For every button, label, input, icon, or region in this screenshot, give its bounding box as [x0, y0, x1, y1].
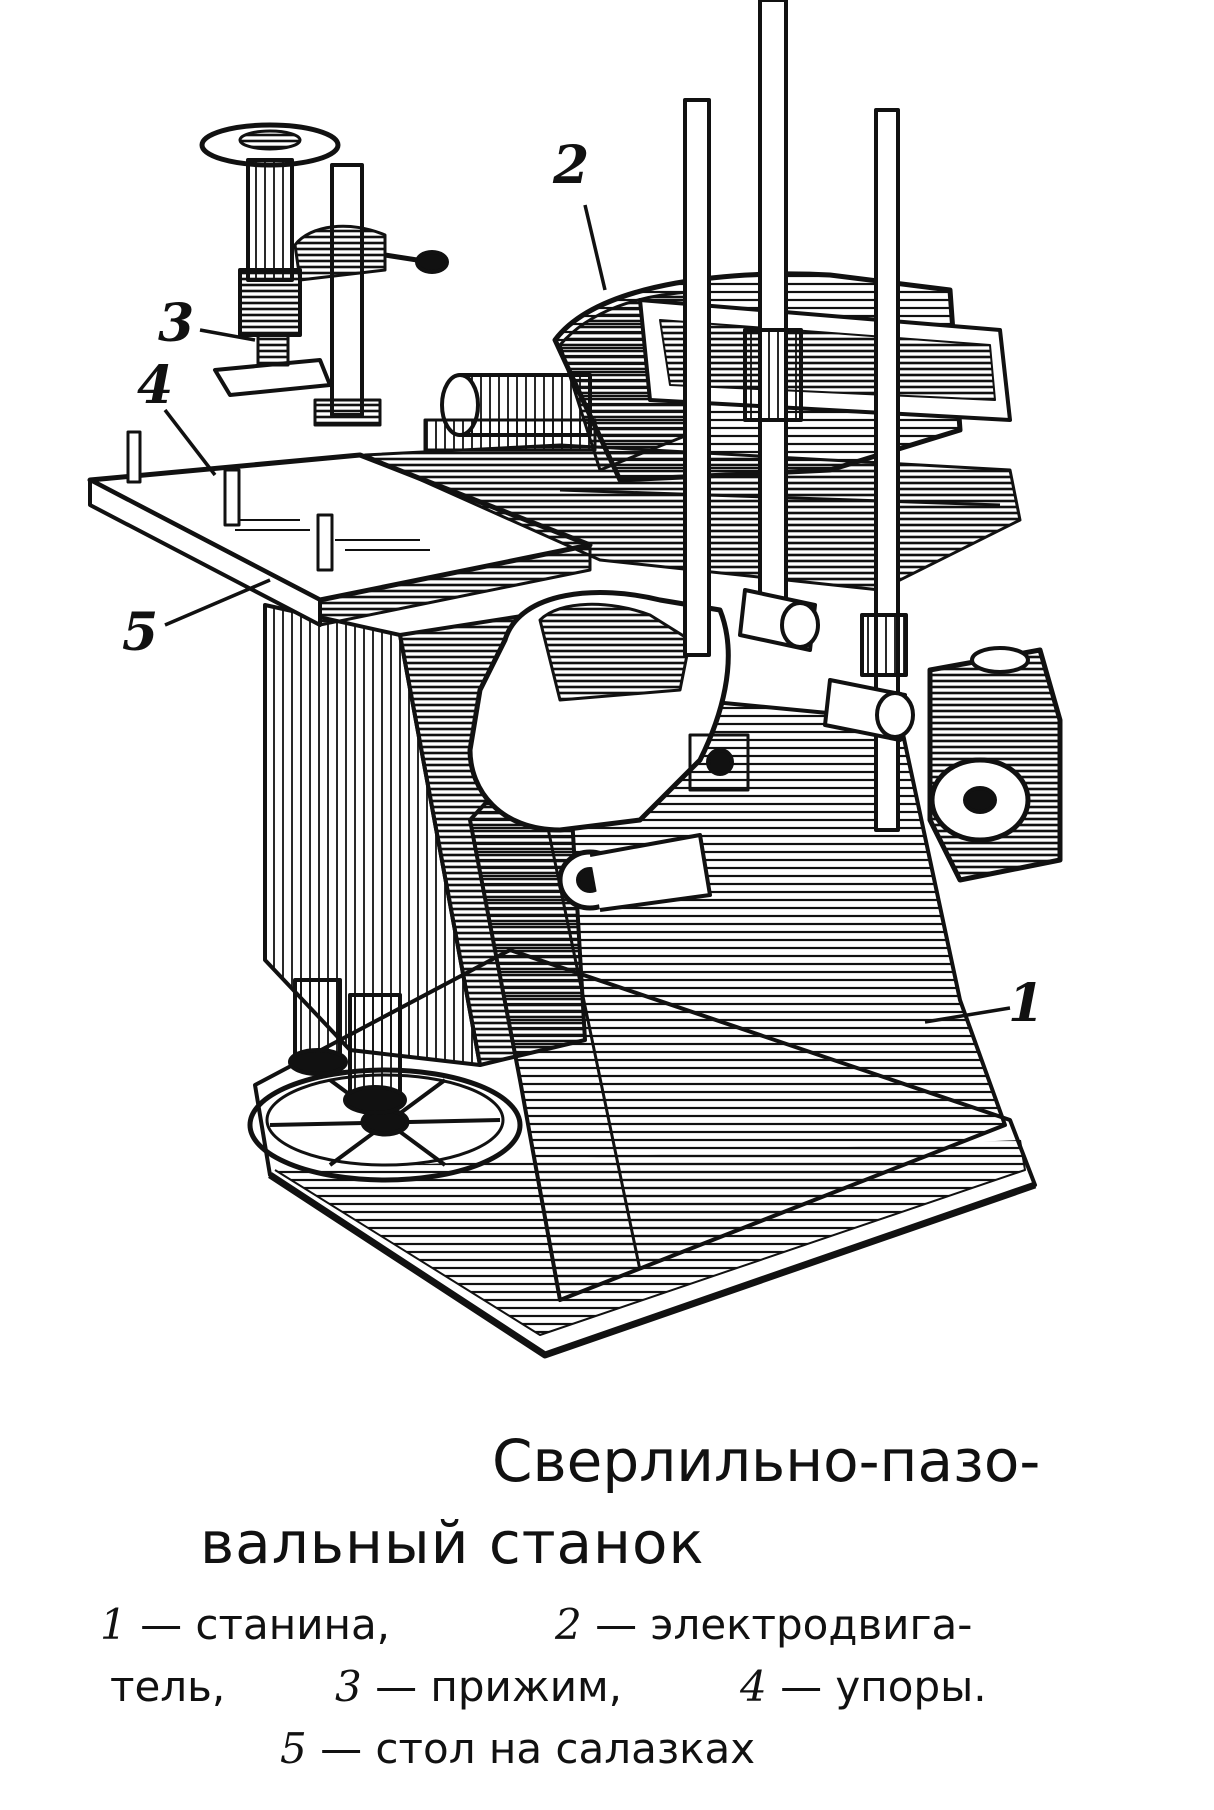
leader-4: [163, 408, 217, 477]
legend-item-2-continued: тель,: [110, 1662, 226, 1711]
leader-5: [164, 578, 271, 627]
drilling-mortising-machine-illustration: [87, 0, 1063, 1359]
table-carriage: [263, 603, 482, 1067]
guide-rods: [683, 0, 908, 832]
legend-number: 5: [280, 1724, 307, 1773]
legend-item-3: 3 — прижим,: [335, 1656, 622, 1718]
callout-4: 4: [137, 355, 174, 416]
legend-number: 3: [335, 1662, 362, 1711]
legend-text: — станина,: [126, 1600, 391, 1649]
legend-item-2: 2 — электродвига-: [555, 1594, 972, 1656]
stop-pin: [316, 513, 334, 572]
legend-row-3: 5 — стол на салазках: [0, 1718, 1214, 1780]
figure-legend: 1 — станина, 2 — электродвига- тель, 3 —…: [0, 1594, 1214, 1780]
legend-number: 1: [100, 1600, 127, 1649]
leader-2: [583, 204, 607, 291]
stop-pin: [126, 430, 142, 484]
caption-title-line2: вальный станок: [200, 1509, 705, 1577]
legend-item-5: 5 — стол на салазках: [280, 1718, 755, 1780]
leader-1: [924, 1006, 1011, 1024]
legend-number: 2: [555, 1600, 582, 1649]
clamp-assembly: [199, 122, 449, 427]
legend-text: — стол на салазках: [306, 1724, 756, 1773]
legend-item-1: 1 — станина,: [100, 1594, 390, 1656]
legend-number: 4: [740, 1662, 767, 1711]
legend-row-2: тель, 3 — прижим, 4 — упоры.: [0, 1656, 1214, 1718]
figure-caption-title: Сверлильно-пазо- вальный станок: [0, 1420, 1214, 1584]
legend-text: — прижим,: [361, 1662, 623, 1711]
callout-1: 1: [1008, 973, 1045, 1034]
legend-text: — упоры.: [766, 1662, 987, 1711]
stop-pin: [223, 468, 241, 527]
callout-2: 2: [553, 135, 590, 196]
callout-3: 3: [158, 293, 195, 354]
legend-text: — электродвига-: [581, 1600, 973, 1649]
caption-title-line1: Сверлильно-пазо-: [492, 1427, 1041, 1495]
legend-item-4: 4 — упоры.: [740, 1656, 987, 1718]
leader-3: [199, 328, 256, 342]
callout-5: 5: [122, 602, 159, 663]
legend-row-1: 1 — станина, 2 — электродвига-: [0, 1594, 1214, 1656]
